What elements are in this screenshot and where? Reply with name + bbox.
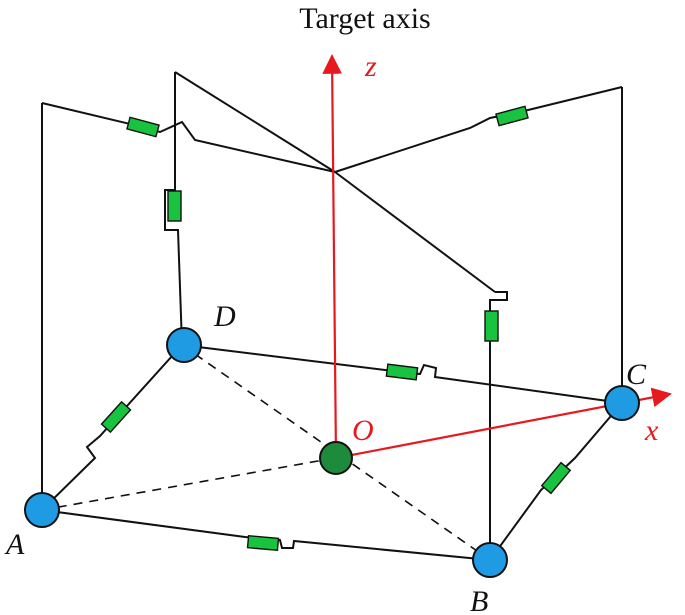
- point-d-label: D: [213, 300, 236, 333]
- spring-edge-cb: [540, 461, 572, 495]
- spring-edge-ad: [100, 400, 132, 434]
- spring-edge-ab: [246, 534, 280, 552]
- node-b: [472, 542, 508, 578]
- diagonal-a-o: [41, 457, 336, 511]
- spring-leg-b: [484, 310, 499, 342]
- spring-edge-dc: [385, 363, 419, 381]
- leg-d: [164, 72, 183, 346]
- node-a: [24, 492, 60, 528]
- spring-upper-c: [495, 105, 529, 127]
- node-o: [319, 441, 353, 475]
- leg-b: [489, 291, 508, 560]
- diagram-title: Target axis: [299, 2, 431, 35]
- vertical-legs: [41, 72, 623, 560]
- point-o-label: O: [352, 414, 374, 447]
- point-a-label: A: [4, 528, 25, 561]
- x-axis-label: x: [644, 414, 659, 447]
- edge-a-b: [41, 509, 491, 561]
- diagonals: [41, 344, 491, 561]
- link-d-apex: [174, 71, 336, 173]
- springs: [100, 105, 572, 552]
- link-apex-b: [334, 171, 496, 293]
- nodes: [24, 327, 640, 578]
- node-d: [166, 327, 202, 363]
- spring-upper-a: [126, 116, 160, 138]
- point-c-label: C: [626, 358, 647, 391]
- edge-a-d: [41, 344, 183, 511]
- z-axis-label: z: [364, 50, 377, 83]
- link-a-apex: [41, 102, 336, 173]
- spring-leg-d: [167, 190, 182, 222]
- point-b-label: B: [470, 585, 488, 615]
- upper-links: [41, 71, 623, 293]
- z-axis: [322, 54, 343, 459]
- node-c: [604, 385, 640, 421]
- link-c-apex: [334, 86, 623, 173]
- edge-d-c: [181, 344, 623, 404]
